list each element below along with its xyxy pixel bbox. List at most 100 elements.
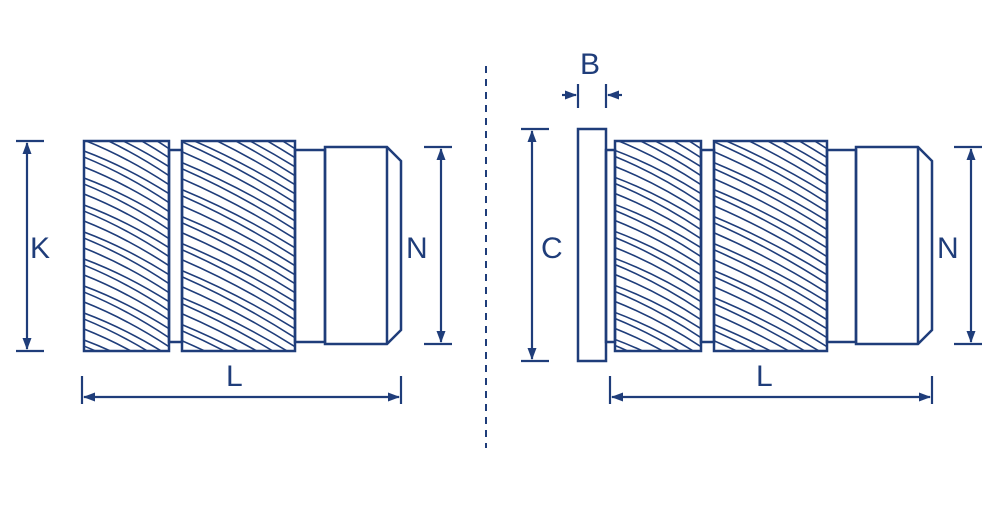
knurl-line bbox=[84, 150, 169, 195]
knurl-line bbox=[182, 296, 289, 351]
knurl-line bbox=[714, 302, 807, 351]
b-label: B bbox=[580, 48, 600, 81]
flange bbox=[576, 127, 608, 363]
knurl-line bbox=[714, 269, 827, 330]
knurl-line bbox=[714, 204, 827, 267]
knurl-line bbox=[615, 311, 695, 351]
flange-neck bbox=[604, 148, 617, 344]
knurl-line bbox=[84, 204, 169, 249]
knurl-line bbox=[714, 161, 827, 222]
knurl-line bbox=[182, 302, 275, 351]
knurl-line bbox=[615, 182, 701, 231]
knurl-line bbox=[182, 312, 259, 351]
c-dimension bbox=[521, 127, 549, 363]
knurl-pattern-1 bbox=[82, 96, 171, 402]
knurl-line bbox=[182, 215, 295, 276]
knurl-line bbox=[84, 141, 169, 186]
knurl-line bbox=[615, 155, 701, 204]
knurl-line bbox=[615, 165, 701, 213]
b-dimension bbox=[562, 84, 622, 108]
knurl-line bbox=[155, 141, 169, 150]
knurl-line bbox=[813, 141, 827, 150]
knurl-line bbox=[281, 141, 295, 150]
knurl-line bbox=[714, 275, 827, 339]
knurl-line bbox=[182, 188, 295, 249]
k-label: K bbox=[30, 232, 50, 265]
knurl-line bbox=[615, 149, 701, 195]
n-label-right: N bbox=[937, 232, 959, 265]
knurl-line bbox=[714, 248, 827, 312]
groove-1 bbox=[167, 148, 184, 344]
knurl-line bbox=[84, 166, 169, 213]
knurl-line bbox=[82, 96, 171, 141]
knurl-line bbox=[714, 339, 739, 351]
knurl-line bbox=[615, 338, 645, 351]
knurl-line bbox=[615, 209, 701, 258]
knurl-line bbox=[192, 141, 295, 195]
knurl-line bbox=[234, 141, 295, 177]
knurl-line bbox=[182, 161, 295, 222]
knurl-line bbox=[182, 329, 227, 351]
knurl-line bbox=[182, 285, 295, 348]
knurl-line bbox=[182, 177, 295, 240]
knurl-line bbox=[84, 237, 169, 285]
knurl-line bbox=[615, 203, 701, 249]
knurl-line bbox=[84, 220, 169, 267]
knurl-line bbox=[615, 290, 701, 339]
knurl-line bbox=[714, 296, 821, 351]
n-dimension-right bbox=[954, 145, 982, 346]
knurl-line bbox=[248, 141, 295, 168]
knurl-line bbox=[84, 183, 169, 231]
knurl-line bbox=[182, 248, 295, 312]
knurl-line bbox=[615, 219, 701, 267]
knurl-line bbox=[653, 141, 701, 168]
knurl-line bbox=[182, 275, 295, 339]
knurl-line bbox=[724, 141, 827, 195]
knurl-line bbox=[84, 193, 169, 240]
left-view bbox=[82, 96, 403, 402]
knurl-line bbox=[121, 141, 169, 168]
l-label-right: L bbox=[756, 360, 773, 393]
knurl-line bbox=[265, 141, 295, 159]
knurl-line bbox=[84, 345, 98, 351]
knurl-line bbox=[714, 231, 827, 294]
knurl-line bbox=[714, 312, 791, 351]
l-dimension-left bbox=[80, 376, 403, 404]
knurl-line bbox=[714, 188, 827, 249]
knurl-line bbox=[714, 285, 827, 348]
knurl-line bbox=[615, 236, 701, 285]
knurl-line bbox=[140, 141, 169, 159]
knurl-line bbox=[714, 215, 827, 276]
knurl-line bbox=[182, 269, 295, 330]
knurl-line bbox=[182, 204, 295, 267]
knurl-line bbox=[82, 355, 171, 402]
knurl-line bbox=[615, 192, 701, 240]
knurl-line bbox=[616, 141, 701, 186]
knurl-line bbox=[84, 274, 169, 321]
knurl-line bbox=[714, 323, 773, 351]
knurl-line bbox=[712, 81, 829, 141]
knurl-line bbox=[615, 284, 701, 330]
knurl-line bbox=[613, 96, 703, 141]
knurl-line bbox=[615, 230, 701, 276]
knurl-line bbox=[714, 194, 827, 258]
k-dimension bbox=[16, 139, 44, 353]
knurl-pattern-3 bbox=[613, 96, 703, 351]
l-dimension-right bbox=[608, 376, 934, 404]
knurl-line bbox=[182, 194, 295, 258]
knurl-line bbox=[106, 141, 169, 177]
knurl-line bbox=[714, 167, 827, 231]
pilot-section bbox=[323, 145, 403, 346]
knurl-line bbox=[714, 221, 827, 285]
knurl-line bbox=[714, 242, 827, 303]
knurl-line bbox=[182, 150, 295, 213]
knurl-line bbox=[182, 242, 295, 303]
knurl-pattern-2 bbox=[182, 141, 295, 351]
pilot-section-right bbox=[854, 145, 934, 346]
knurl-line bbox=[84, 318, 149, 351]
knurl-line bbox=[615, 246, 701, 294]
knurl-line bbox=[84, 258, 169, 303]
knurl-line bbox=[84, 301, 169, 348]
knurl-line bbox=[615, 176, 701, 222]
